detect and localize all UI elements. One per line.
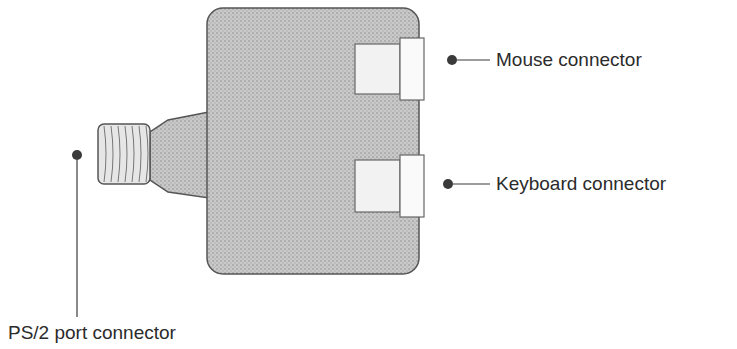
callout-dot — [447, 55, 457, 65]
thread-ridge — [104, 126, 106, 182]
thread-ridge — [146, 126, 148, 182]
callout-dot — [443, 179, 453, 189]
ps2-plug — [98, 124, 150, 184]
thread-ridge — [125, 126, 127, 182]
thread-ridge — [139, 126, 141, 182]
callout-label: PS/2 port connector — [8, 321, 176, 345]
callout-label: Mouse connector — [496, 48, 642, 72]
leader-line — [453, 183, 490, 184]
leader-line — [76, 160, 77, 317]
splitter-housing — [207, 8, 419, 274]
leader-line — [457, 59, 490, 60]
strain-relief — [150, 112, 209, 198]
callout-label: Keyboard connector — [496, 172, 666, 196]
mouse-socket-collar — [400, 38, 424, 100]
thread-ridge — [132, 126, 134, 182]
callout-dot — [72, 150, 82, 160]
thread-ridge — [118, 126, 120, 182]
thread-ridge — [111, 126, 113, 182]
keyboard-socket — [355, 160, 400, 212]
mouse-socket — [355, 44, 400, 94]
keyboard-socket-collar — [400, 155, 424, 217]
